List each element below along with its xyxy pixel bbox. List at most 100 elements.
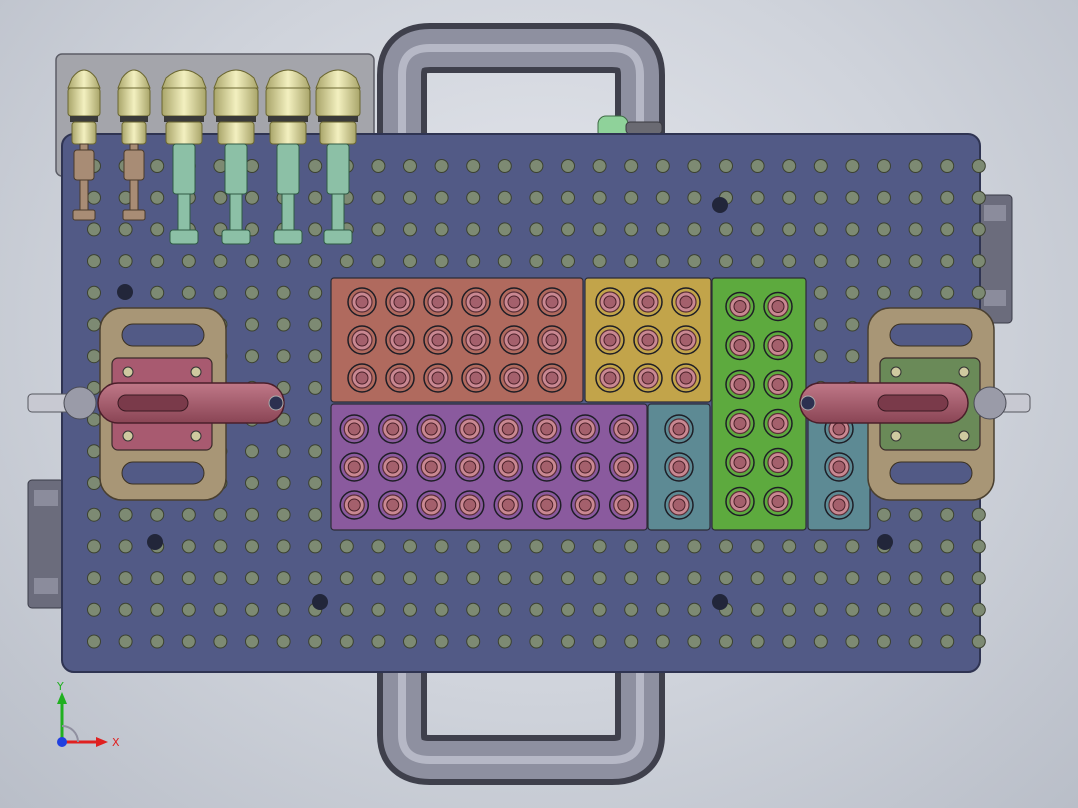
plate-hole xyxy=(213,571,228,586)
block-bushing xyxy=(609,490,639,520)
plate-hole xyxy=(87,190,101,205)
plate-hole xyxy=(403,634,417,649)
plate-hole xyxy=(687,634,702,649)
block-bushing xyxy=(347,287,377,317)
plate-hole xyxy=(750,190,765,205)
plate-hole xyxy=(87,254,101,269)
block-bushing xyxy=(378,490,408,520)
plate-hole xyxy=(561,222,575,237)
plate-hole xyxy=(655,571,670,586)
plate-hole xyxy=(181,634,196,649)
plate-hole xyxy=(276,412,291,427)
plate-hole xyxy=(529,159,544,173)
plate-hole xyxy=(750,634,765,649)
plate-hole xyxy=(497,254,512,269)
plate-hole xyxy=(87,571,101,586)
plate-hole xyxy=(971,190,986,205)
block-purple xyxy=(330,403,648,531)
plate-hole xyxy=(845,190,860,205)
plate-hole xyxy=(813,159,828,173)
block-bushing xyxy=(633,287,663,317)
y-axis-arrow-icon xyxy=(57,692,67,704)
plate-hole xyxy=(845,317,860,332)
block-bushing xyxy=(763,330,793,361)
plate-hole-dark xyxy=(312,594,328,610)
plate-hole xyxy=(971,571,986,586)
plate-hole xyxy=(971,254,986,269)
locating-long-pin xyxy=(161,69,207,245)
plate-hole xyxy=(497,159,512,173)
plate-hole xyxy=(908,571,923,586)
plate-hole xyxy=(434,571,449,586)
plate-hole xyxy=(118,254,133,269)
plate-hole xyxy=(971,602,986,617)
plate-hole xyxy=(245,539,259,554)
plate-hole xyxy=(971,159,986,173)
plate-hole xyxy=(434,634,449,649)
plate-hole xyxy=(877,190,891,205)
plate-hole xyxy=(308,159,323,173)
plate-hole xyxy=(245,634,259,649)
plate-hole xyxy=(87,507,101,522)
plate-hole xyxy=(813,222,828,237)
y-axis-label: Y xyxy=(56,680,64,693)
plate-hole xyxy=(213,602,228,617)
block-bushing xyxy=(725,369,755,400)
locating-long-pin xyxy=(213,69,259,245)
block-mustard xyxy=(584,277,712,403)
plate-hole xyxy=(308,317,323,332)
block-bushing xyxy=(570,452,600,482)
plate-hole xyxy=(624,254,639,269)
plate-hole xyxy=(908,254,923,269)
plate-hole xyxy=(466,539,481,554)
block-green xyxy=(711,277,807,531)
block-bushing xyxy=(423,363,453,393)
plate-hole xyxy=(245,444,259,459)
block-bushing xyxy=(570,414,600,444)
plate-hole xyxy=(750,254,765,269)
plate-hole xyxy=(750,159,765,173)
block-bushing xyxy=(378,414,408,444)
plate-hole xyxy=(908,539,923,554)
plate-hole xyxy=(529,539,544,554)
plate-hole xyxy=(276,349,291,364)
plate-hole xyxy=(813,254,828,269)
plate-hole xyxy=(971,507,986,522)
plate-hole xyxy=(813,285,828,300)
plate-hole xyxy=(213,254,228,269)
plate-hole xyxy=(308,571,323,586)
plate-hole xyxy=(845,285,860,300)
block-bushing xyxy=(725,486,755,517)
plate-hole xyxy=(118,634,133,649)
plate-hole xyxy=(403,539,417,554)
plate-hole xyxy=(87,317,101,332)
locating-pins xyxy=(67,69,361,245)
block-bushing xyxy=(595,287,625,317)
plate-hole xyxy=(181,285,196,300)
block-bushing xyxy=(499,287,529,317)
plate-hole xyxy=(245,602,259,617)
plate-hole xyxy=(529,190,544,205)
plate-hole xyxy=(845,159,860,173)
plate-hole xyxy=(403,602,417,617)
plate-hole xyxy=(782,254,797,269)
plate-hole xyxy=(750,602,765,617)
plate-hole xyxy=(308,190,323,205)
plate-hole xyxy=(624,602,639,617)
block-bushing xyxy=(493,452,523,482)
plate-hole xyxy=(87,476,101,490)
plate-hole xyxy=(719,571,733,586)
plate-hole xyxy=(908,634,923,649)
plate-hole-dark xyxy=(877,534,893,550)
block-bushing xyxy=(416,490,446,520)
x-axis-arrow-icon xyxy=(96,737,108,747)
plate-hole xyxy=(371,634,386,649)
plate-hole xyxy=(624,539,639,554)
plate-hole xyxy=(371,571,386,586)
plate-hole xyxy=(845,539,860,554)
plate-hole xyxy=(497,634,512,649)
plate-hole xyxy=(339,539,354,554)
plate-hole xyxy=(308,539,323,554)
plate-hole xyxy=(308,507,323,522)
